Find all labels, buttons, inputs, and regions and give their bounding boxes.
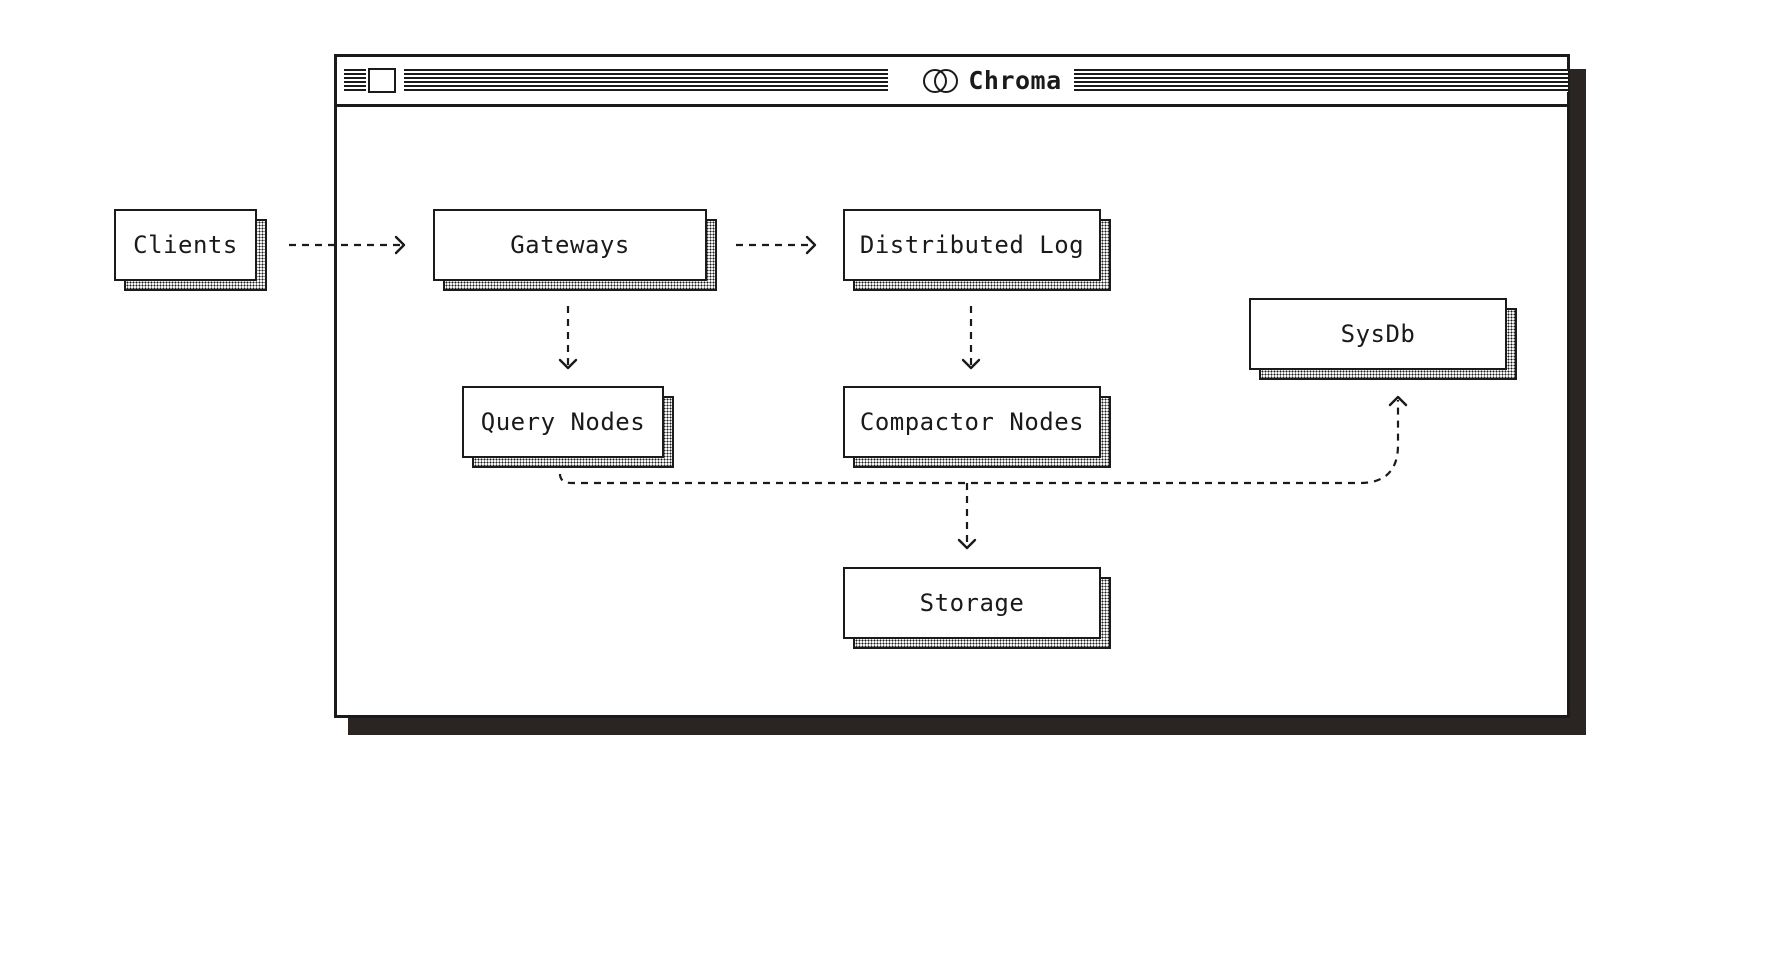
node-query-nodes-label: Query Nodes (462, 386, 664, 458)
node-gateways-label: Gateways (433, 209, 707, 281)
node-distributed-log: Distributed Log (843, 209, 1111, 291)
node-sysdb-label: SysDb (1249, 298, 1507, 370)
node-sysdb: SysDb (1249, 298, 1517, 380)
node-gateways: Gateways (433, 209, 717, 291)
node-compactor-nodes: Compactor Nodes (843, 386, 1111, 468)
node-distributed-log-label: Distributed Log (843, 209, 1101, 281)
window-title: Chroma (892, 57, 1092, 104)
close-box-button[interactable] (368, 68, 396, 93)
title-bar[interactable]: Chroma (337, 57, 1568, 107)
title-bar-stripes-right (1074, 69, 1568, 92)
chroma-logo-icon (923, 68, 959, 93)
title-bar-stripes-left-short (344, 69, 366, 92)
window-title-text: Chroma (968, 66, 1062, 95)
node-storage-label: Storage (843, 567, 1101, 639)
node-clients: Clients (114, 209, 267, 291)
title-bar-stripes-left (404, 69, 888, 92)
node-storage: Storage (843, 567, 1111, 649)
node-compactor-nodes-label: Compactor Nodes (843, 386, 1101, 458)
node-query-nodes: Query Nodes (462, 386, 674, 468)
node-clients-label: Clients (114, 209, 257, 281)
